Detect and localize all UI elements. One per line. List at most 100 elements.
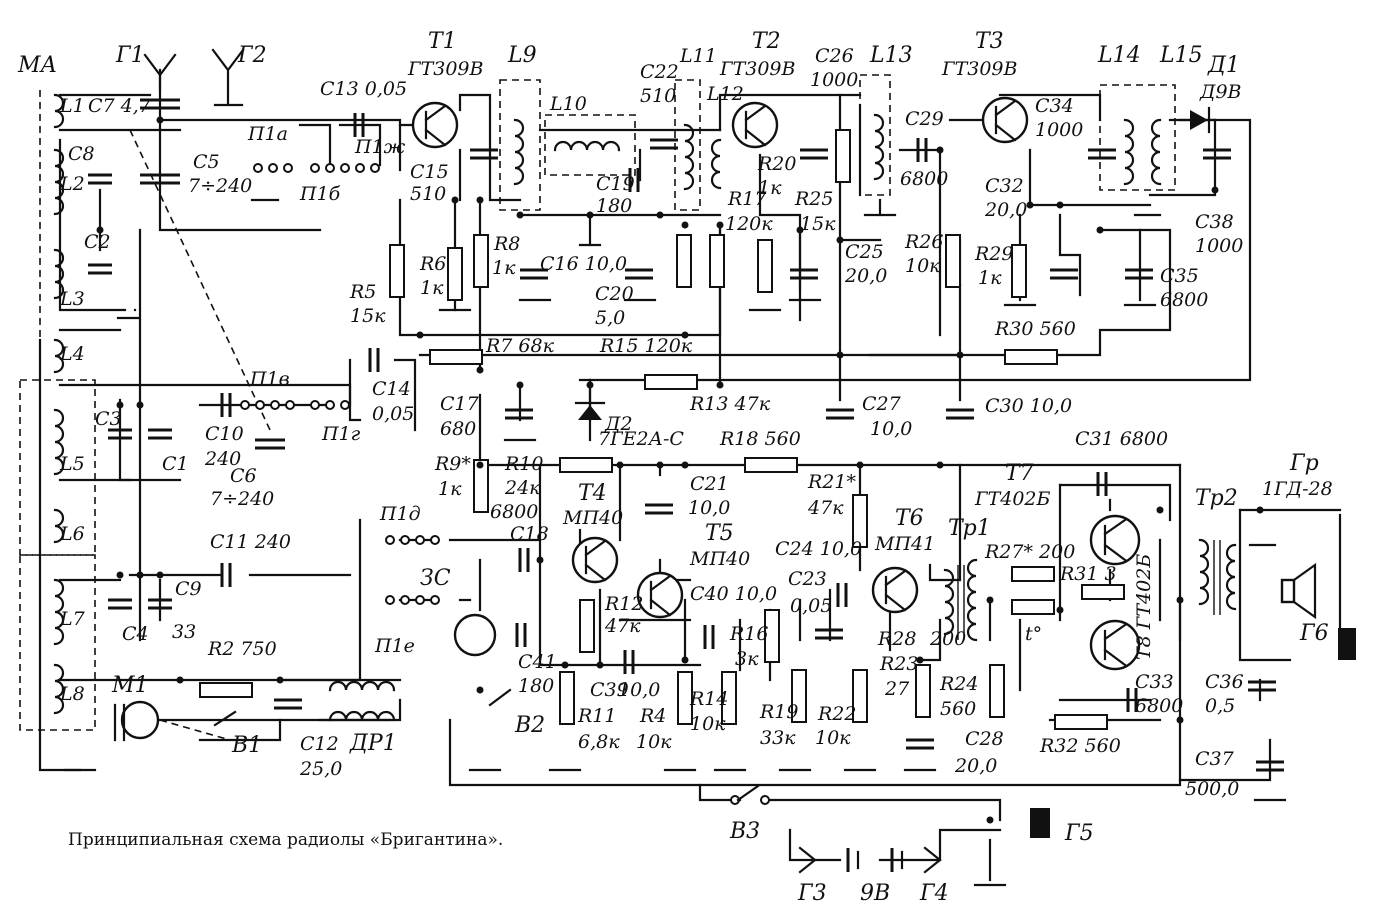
label-c12: C12	[300, 733, 339, 755]
label-c26: C26	[815, 45, 854, 67]
label-r12-val: 47к	[604, 615, 641, 637]
resistor-r11	[559, 671, 575, 725]
cap-c8	[88, 173, 112, 185]
label-t6: T6	[895, 506, 924, 531]
cap-c37	[1256, 760, 1284, 772]
switch-b2	[488, 688, 512, 707]
label-r29-val: 1к	[978, 267, 1002, 289]
label-c37: C37	[1195, 748, 1235, 770]
label-r12: R12	[604, 593, 643, 615]
coil-l13	[873, 113, 885, 181]
label-c25: C25	[845, 241, 884, 263]
motor-switch-link	[159, 719, 231, 741]
label-g2: Г2	[237, 43, 267, 68]
label-l5: L5	[59, 453, 85, 475]
resistor-r29	[1011, 244, 1027, 298]
tr1-core	[957, 565, 965, 640]
tr2-secondary	[1225, 543, 1237, 611]
label-r6: R6	[419, 253, 446, 275]
resistor-r2	[199, 682, 253, 698]
resistor-r21	[852, 494, 868, 548]
label-r10-val: 24к	[504, 477, 541, 499]
coil-l3	[53, 248, 65, 300]
label-r20: R20	[757, 153, 796, 175]
cap-c41	[515, 623, 527, 647]
junction-dots	[96, 116, 1264, 824]
coil-l5	[53, 408, 65, 476]
motor-m1	[120, 700, 160, 740]
label-l15: L15	[1159, 43, 1203, 68]
coil-l7	[53, 578, 65, 646]
label-t5-type: МП40	[689, 548, 750, 570]
switch-contacts	[240, 163, 770, 805]
battery-9v	[846, 848, 904, 872]
label-l2: L2	[59, 173, 85, 195]
switch-b1	[213, 710, 237, 727]
resistor-r10	[559, 457, 613, 473]
antenna-g1	[143, 53, 177, 92]
label-c21: C21	[690, 473, 729, 495]
resistor-r22	[791, 669, 807, 723]
label-c9-val: 33	[172, 621, 196, 643]
label-c39-val: 10,0	[618, 679, 660, 701]
label-r11-val: 6,8к	[578, 731, 620, 753]
cap-c27	[826, 408, 854, 420]
transistors	[411, 96, 1141, 671]
label-c33: C33	[1135, 671, 1174, 693]
resistor-r23	[852, 669, 868, 723]
label-l3: L3	[59, 288, 85, 310]
label-r14: R14	[689, 688, 728, 710]
label-r19: R19	[759, 701, 798, 723]
label-r6-val: 1к	[420, 277, 444, 299]
label-c33-val: 6800	[1135, 695, 1183, 717]
resistor-r16	[764, 609, 780, 663]
label-c2: C2	[84, 231, 111, 253]
tr2-core	[1213, 540, 1221, 615]
pickup-zs	[453, 613, 497, 657]
coil-l8	[53, 663, 65, 715]
label-c32: C32	[985, 175, 1024, 197]
label-d1-type: Д9В	[1199, 81, 1242, 103]
coil-shield-l11	[674, 79, 701, 211]
label-l1: L1	[59, 95, 85, 117]
label-r16: R16	[729, 623, 768, 645]
label-r27: R27* 200	[984, 541, 1075, 563]
label-c22: C22	[640, 61, 679, 83]
cap-c1	[148, 428, 172, 440]
label-c7: C7 4,7	[88, 95, 152, 117]
label-c28-val: 20,0	[954, 755, 997, 777]
coil-l6	[53, 508, 65, 544]
label-r20-val: 1к	[758, 177, 782, 199]
cap-c6	[255, 438, 285, 450]
label-r17: R17	[727, 188, 767, 210]
label-l11: L11	[679, 45, 717, 67]
label-r11: R11	[577, 705, 616, 727]
cap-c10	[220, 393, 232, 417]
label-r4: R4	[639, 705, 666, 727]
cap-c33	[1126, 688, 1138, 712]
component-labels: МА Г1 Г2 L1 C7 4,7 C8 L2 C5 7÷240 П1а П1…	[17, 29, 1333, 906]
label-b2: B2	[514, 713, 545, 738]
label-r24-val: 560	[940, 698, 976, 720]
label-c5-val: 7÷240	[188, 175, 252, 197]
coil-l14	[1123, 118, 1135, 186]
label-c24: C24 10,0	[775, 538, 862, 560]
label-t3: T3	[975, 29, 1004, 54]
transistor-t2	[731, 101, 779, 149]
diode-d1	[1178, 106, 1217, 134]
label-p1zh: П1ж	[354, 136, 406, 158]
resistor-r7	[429, 349, 483, 365]
label-c38-val: 1000	[1195, 235, 1243, 257]
resistor-r26	[945, 234, 961, 288]
transistor-t1	[411, 101, 459, 149]
speaker-gr	[1280, 562, 1317, 620]
label-g5: Г5	[1064, 821, 1094, 846]
coil-shield-l7	[19, 554, 96, 731]
label-c9: C9	[175, 578, 202, 600]
diodes	[574, 106, 1217, 442]
label-r16-val: 3к	[735, 648, 759, 670]
label-g4: Г4	[919, 881, 949, 906]
label-c35-val: 6800	[1160, 289, 1208, 311]
label-r21: R21*	[807, 471, 856, 493]
label-c36: C36	[1205, 671, 1244, 693]
